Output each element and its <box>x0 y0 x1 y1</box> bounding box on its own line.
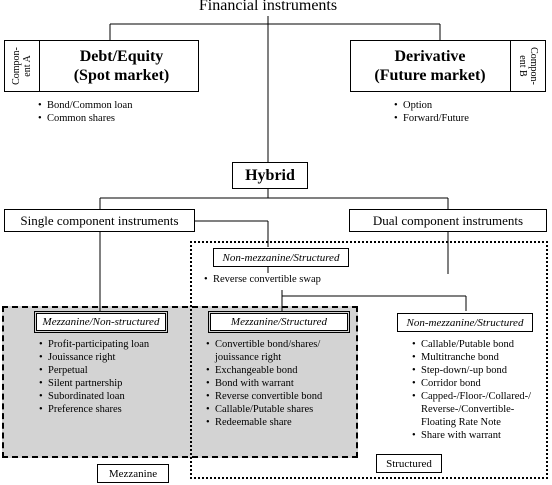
list-item: Convertible bond/shares/ jouissance righ… <box>206 338 322 364</box>
list-item: Multitranche bond <box>412 351 531 364</box>
derivative-title: Derivative <box>394 48 466 65</box>
list-item: Silent partnership <box>39 377 149 390</box>
component-b-box: Compon- ent B <box>510 40 546 92</box>
diagram-title: Financial instruments <box>168 0 368 16</box>
debt-equity-subtitle: (Spot market) <box>73 67 170 84</box>
list-item: Corridor bond <box>412 377 531 390</box>
list-item: Step-down/-up bond <box>412 364 531 377</box>
structured-region <box>190 241 548 479</box>
nonmezz-top-label: Non-mezzanine/Structured <box>213 248 349 267</box>
list-item: Bond with warrant <box>206 377 322 390</box>
hybrid-box: Hybrid <box>232 162 308 189</box>
list-item: Reverse convertible swap <box>204 273 321 286</box>
list-item: Reverse convertible bond <box>206 390 322 403</box>
list-item: Perpetual <box>39 364 149 377</box>
list-item: Preference shares <box>39 403 149 416</box>
mezz-nonstructured-label: Mezzanine/Non-structured <box>34 311 168 333</box>
list-item: Redeemable share <box>206 416 322 429</box>
list-item: Callable/Putable bond <box>412 338 531 351</box>
list-item: Forward/Future <box>394 112 469 125</box>
dual-component-box: Dual component instruments <box>349 209 547 232</box>
mezz-nonstructured-list: Profit-participating loan Jouissance rig… <box>39 338 149 416</box>
mezz-structured-label: Mezzanine/Structured <box>208 311 350 333</box>
list-item: Option <box>394 99 469 112</box>
list-item: Bond/Common loan <box>38 99 132 112</box>
list-item: Exchangeable bond <box>206 364 322 377</box>
mezz-structured-list: Convertible bond/shares/ jouissance righ… <box>206 338 322 429</box>
list-item: Profit-participating loan <box>39 338 149 351</box>
debt-equity-list: Bond/Common loan Common shares <box>38 99 132 125</box>
list-item: Callable/Putable shares <box>206 403 322 416</box>
nonmezz-top-list: Reverse convertible swap <box>204 273 321 286</box>
mezzanine-region-label: Mezzanine <box>97 464 169 483</box>
list-item: Jouissance right <box>39 351 149 364</box>
nonmezz-right-label: Non-mezzanine/Structured <box>397 313 533 332</box>
list-item: Share with warrant <box>412 429 531 442</box>
list-item: Common shares <box>38 112 132 125</box>
debt-equity-title: Debt/Equity <box>79 48 164 65</box>
derivative-subtitle: (Future market) <box>374 67 486 84</box>
structured-region-label: Structured <box>376 454 442 473</box>
list-item: Capped-/Floor-/Collared-/ Reverse-/Conve… <box>412 390 531 429</box>
list-item: Subordinated loan <box>39 390 149 403</box>
component-a-box: Compon- ent A <box>4 40 40 92</box>
derivative-list: Option Forward/Future <box>394 99 469 125</box>
component-a-label: Compon- ent A <box>11 47 33 85</box>
single-component-box: Single component instruments <box>4 209 195 232</box>
nonmezz-right-list: Callable/Putable bond Multitranche bond … <box>412 338 531 442</box>
component-b-label: Compon- ent B <box>517 47 539 85</box>
